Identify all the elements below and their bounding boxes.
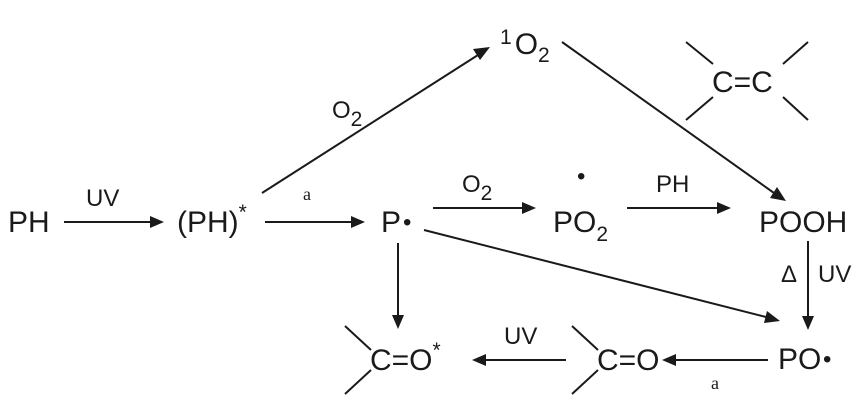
label-uv-bottom: UV	[504, 323, 537, 350]
species-ketone: C=O	[597, 344, 660, 377]
label-a-1: a	[303, 184, 311, 204]
arrowhead	[717, 202, 731, 214]
arrowhead	[473, 47, 490, 60]
ketone-structure: C=O	[571, 325, 660, 395]
label-o2-upper: O2	[332, 97, 362, 131]
radical-dot: •	[403, 209, 411, 236]
arrowhead	[522, 202, 536, 214]
species-excited-ketone: C=O*	[370, 339, 441, 377]
label-delta: Δ	[781, 261, 797, 288]
species-ph: PH	[8, 206, 50, 239]
label-ph-mid: PH	[656, 171, 689, 198]
arrowhead	[764, 311, 780, 323]
po-radical-dot: •	[823, 346, 831, 373]
arrowhead	[770, 187, 786, 201]
arrowhead	[662, 354, 676, 366]
species-po-radical: PO	[778, 343, 821, 376]
arrowhead	[392, 315, 404, 329]
arrowhead	[351, 216, 365, 228]
species-alkene: C=C	[712, 66, 773, 99]
species-p-radical: P	[381, 206, 401, 239]
peroxy-dot: •	[577, 163, 585, 190]
species-pooh: POOH	[759, 206, 847, 239]
species-ph-excited: (PH)*	[177, 201, 247, 239]
arrowhead	[802, 316, 814, 330]
arrowhead	[472, 354, 486, 366]
alkene-structure: C=C	[685, 41, 809, 121]
arrowhead	[150, 216, 164, 228]
label-uv-1: UV	[86, 185, 119, 212]
arrow-singlet-o2-to-pooh	[561, 41, 775, 194]
species-peroxy-radical: PO2	[553, 206, 608, 246]
label-uv-right: UV	[818, 261, 851, 288]
label-a-bottom: a	[711, 373, 719, 393]
label-o2-mid: O2	[462, 171, 492, 205]
excited-ketone-structure: C=O*	[344, 325, 441, 395]
arrow-excited-to-singlet-o2	[261, 54, 479, 194]
arrow-radical-to-po-radical	[423, 229, 767, 318]
